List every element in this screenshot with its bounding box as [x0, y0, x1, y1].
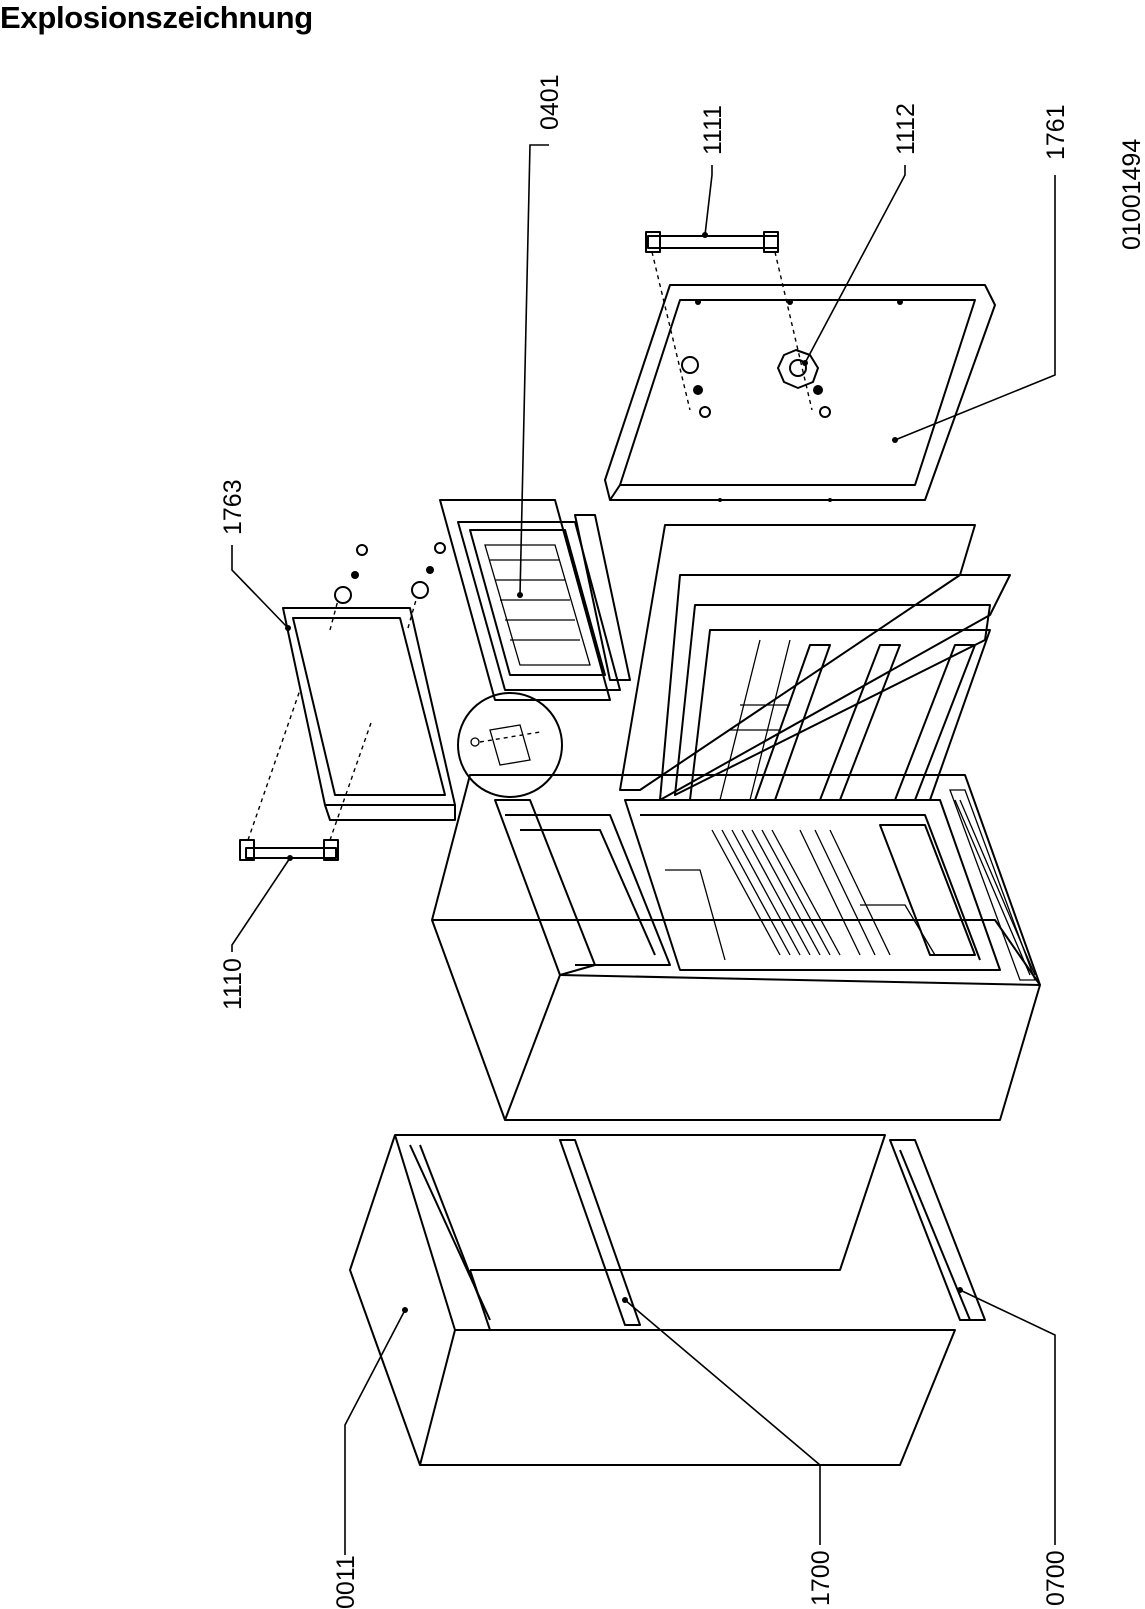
- handle-1111: [645, 231, 813, 411]
- inner-door-panels: [619, 524, 1011, 801]
- part-label-1112: 1112: [892, 103, 920, 155]
- drawing-number: 01001494: [1118, 139, 1145, 250]
- part-label-1110: 1110: [219, 958, 247, 1010]
- strip-1700: [559, 1139, 641, 1326]
- plinth-0700: [889, 1139, 986, 1321]
- part-label-1700: 1700: [807, 1550, 835, 1606]
- part-label-1761: 1761: [1042, 104, 1070, 160]
- leader-lines: [231, 144, 1056, 1555]
- part-label-1111: 1111: [699, 105, 727, 155]
- door-1763: [282, 542, 456, 821]
- page-title: Explosionszeichnung: [0, 0, 313, 35]
- part-label-0700: 0700: [1042, 1550, 1070, 1606]
- part-label-1763: 1763: [219, 479, 247, 535]
- part-label-0011: 0011: [332, 1555, 360, 1609]
- condenser-grille: [949, 789, 1036, 981]
- door-1761: [604, 284, 996, 502]
- freezer-flap-0401: [439, 499, 631, 701]
- housing-0011: [349, 1134, 956, 1466]
- hinge-detail-circle: [457, 692, 563, 798]
- hinge-bush-1112: [681, 349, 831, 418]
- part-label-0401: 0401: [536, 74, 564, 130]
- handle-1110: [239, 689, 373, 861]
